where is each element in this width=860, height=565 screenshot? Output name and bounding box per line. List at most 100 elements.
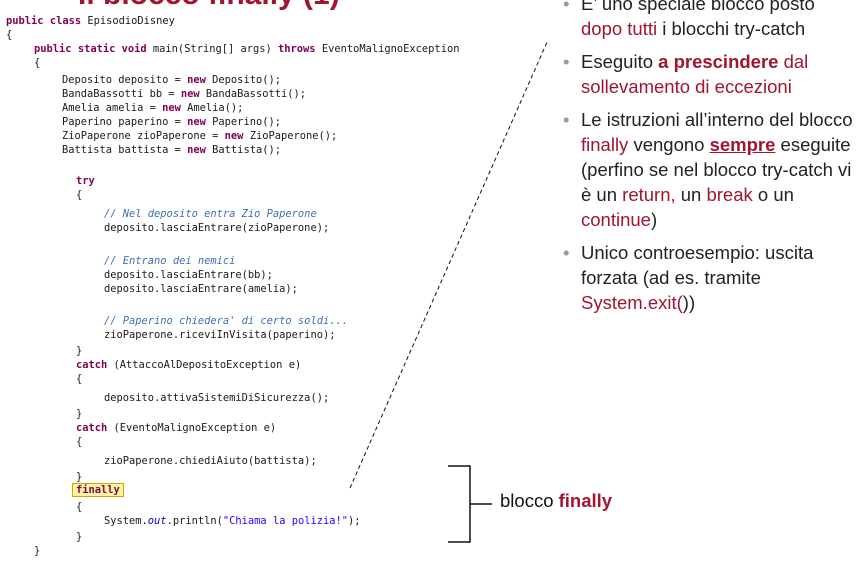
code-text: Battista(); [205,144,281,156]
code-text: BandaBassotti(); [199,88,306,100]
bullet-item: Eseguito a prescindere dal sollevamento … [563,49,855,99]
bullet-text: Eseguito [581,51,659,72]
bullet-list: E’ uno speciale blocco posto dopo tutti … [563,0,855,323]
bullet-highlight: sempre [709,134,776,155]
code-line: System.out.println("Chiama la polizia!")… [104,514,361,528]
code-keyword: new [224,130,244,142]
code-line: deposito.lasciaEntrare(bb); [104,269,273,281]
code-line: { [34,57,41,69]
bullet-highlight: a prescindere [658,51,779,72]
bullet-text: ) [650,209,658,230]
code-text: ); [348,515,361,527]
bullet-text: o un [752,184,794,205]
code-field: out [147,515,167,527]
code-text: Deposito deposito = [62,74,188,86]
bullet-highlight: continue [581,209,651,230]
code-text: ZioPaperone(); [243,130,338,142]
bullet-highlight: dal sollevamento di eccezioni [581,51,809,97]
code-listing: public class EpisodioDisney { public sta… [6,14,459,557]
code-text: Deposito(); [205,74,281,86]
code-keyword: new [187,116,206,128]
bullet-highlight: break [706,184,753,205]
code-line: Deposito deposito = new Deposito(); [62,73,281,87]
code-line: { [6,29,13,41]
code-line: } [76,345,83,357]
code-text: System. [104,515,148,527]
bullet-item: Le istruzioni all’interno del blocco fin… [563,107,855,232]
code-line: deposito.attivaSistemiDiSicurezza(); [104,392,330,404]
catch-keyword: catch [76,359,108,371]
code-text: EventoMalignoException [315,43,460,55]
code-line: Paperino paperino = new Paperino(); [62,115,281,129]
bullet-text: eseguite (perfino se nel blocco try-catc… [581,134,852,205]
code-line: public class EpisodioDisney [6,14,175,28]
code-keyword: new [187,74,206,86]
code-text: .println( [166,515,223,527]
bullet-text: vengono [628,134,710,155]
code-keyword: public [34,43,72,55]
code-keyword: static [77,43,116,55]
code-keyword: public [6,15,44,27]
code-line: public static void main(String[] args) t… [34,42,459,56]
finally-keyword: finally [72,483,124,497]
catch-line: catch (EventoMalignoException e) [76,421,276,435]
bullet-text: )) [682,292,696,313]
code-comment: // Entrano dei nemici [104,255,236,267]
code-text: BandaBassotti bb = [62,88,181,100]
catch-keyword: catch [76,422,108,434]
code-text: Amelia amelia = [62,102,163,114]
code-line: zioPaperone.riceviInVisita(paperino); [104,329,336,341]
code-keyword: new [187,144,206,156]
code-string: "Chiama la polizia!" [222,515,349,527]
code-text: Battista battista = [62,144,188,156]
code-line: } [76,471,83,483]
code-text: ZioPaperone zioPaperone = [62,130,225,142]
code-text: EpisodioDisney [81,15,175,27]
code-text: Paperino(); [205,116,281,128]
bullet-text: Unico controesempio: uscita forzata (ad … [581,242,814,288]
brace-label-bold: finally [558,490,613,511]
slide-title: Il blocco finally (1) [78,0,340,12]
try-keyword: try [76,175,95,187]
code-line: } [76,531,83,543]
code-text: Amelia(); [180,102,244,114]
code-comment: // Nel deposito entra Zio Paperone [104,208,317,220]
code-line: zioPaperone.chiediAiuto(battista); [104,455,317,467]
catch-line: catch (AttaccoAlDepositoException e) [76,358,301,372]
bullet-highlight: dopo tutti [581,18,658,39]
code-text: (AttaccoAlDepositoException e) [107,359,302,371]
bullet-item: Unico controesempio: uscita forzata (ad … [563,240,855,315]
code-line: Amelia amelia = new Amelia(); [62,101,243,115]
code-text: main(String[] args) [146,43,279,55]
finally-line: finally [72,483,124,497]
code-line: } [34,545,41,557]
bullet-item: E’ uno speciale blocco posto dopo tutti … [563,0,855,41]
bullet-text: un [675,184,707,205]
code-line: deposito.lasciaEntrare(zioPaperone); [104,222,330,234]
code-line: } [76,408,83,420]
code-line: BandaBassotti bb = new BandaBassotti(); [62,87,306,101]
bullet-highlight: return, [622,184,676,205]
code-line: { [76,373,83,385]
bullet-text: E’ uno speciale blocco posto [581,0,815,14]
code-keyword: throws [278,43,316,55]
brace-label: blocco finally [500,490,612,512]
brace-label-text: blocco [500,490,559,511]
bullet-highlight: System.exit( [581,292,683,313]
code-line: { [76,501,83,513]
code-line: { [76,436,83,448]
code-keyword: new [180,88,200,100]
code-line: Battista battista = new Battista(); [62,143,281,157]
code-keyword: class [49,15,82,27]
bullet-text: i blocchi try-catch [657,18,806,39]
code-line: deposito.lasciaEntrare(amelia); [104,283,298,295]
code-text: Paperino paperino = [62,116,188,128]
code-line: ZioPaperone zioPaperone = new ZioPaperon… [62,129,337,143]
code-line: { [76,189,83,201]
code-comment: // Paperino chiedera' di certo soldi... [104,315,348,327]
code-keyword: new [162,102,181,114]
bullet-text: Le istruzioni all’interno del blocco [581,109,853,130]
code-keyword: void [121,43,147,55]
bullet-highlight: finally [581,134,629,155]
code-text: (EventoMalignoException e) [107,422,277,434]
